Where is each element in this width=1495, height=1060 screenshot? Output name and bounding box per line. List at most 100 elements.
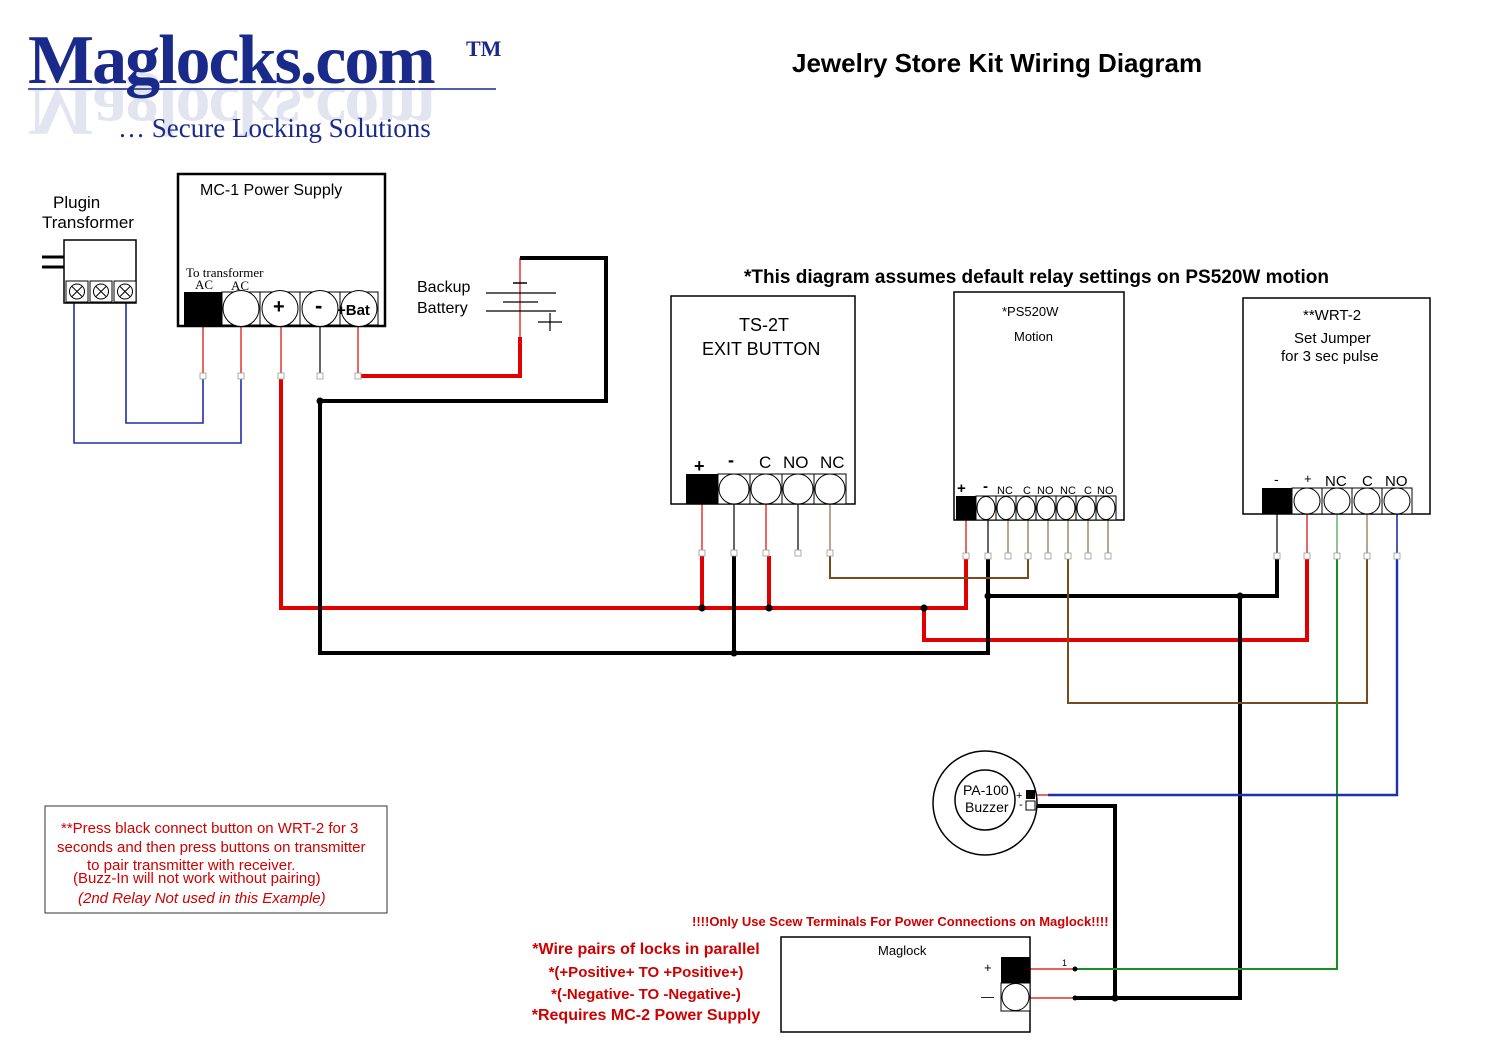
exit-button-line1: TS-2T xyxy=(739,315,789,335)
pa100-buzzer: PA-100 Buzzer + - xyxy=(932,750,1038,856)
device-leads xyxy=(701,504,1398,999)
receiver-line2: Set Jumper xyxy=(1294,330,1371,347)
pairing-note-line2: seconds and then press buttons on transm… xyxy=(57,839,366,856)
maglock-warning: !!!!Only Use Scew Terminals For Power Co… xyxy=(692,914,1109,929)
receiver-plus-red xyxy=(922,556,1309,642)
parallel-note-line4: *Requires MC-2 Power Supply xyxy=(532,1007,761,1024)
maglock-wire-mark: 1 xyxy=(1062,958,1067,968)
parallel-note: *Wire pairs of locks in parallel *(+Posi… xyxy=(532,941,761,1024)
buzzer-line1: PA-100 xyxy=(963,782,1009,798)
motion-box xyxy=(953,291,1125,521)
mc1-terminal-label-plus: + xyxy=(273,296,285,318)
pairing-note-line5: (2nd Relay Not used in this Example) xyxy=(78,890,326,907)
buzzer-minus-black xyxy=(1036,804,1117,998)
mc1-terminal-label-ac2: AC xyxy=(231,278,249,293)
receiver-terminal-strip xyxy=(1262,487,1413,515)
logo-brand: Maglocks.com xyxy=(28,22,435,99)
exit-terminal-no: NO xyxy=(783,453,809,472)
receiver-line1: **WRT-2 xyxy=(1303,307,1361,324)
mc1-terminal-label-bat: +Bat xyxy=(337,302,370,319)
junction-dots xyxy=(316,397,1244,1002)
exit-terminal-strip xyxy=(686,473,847,505)
buzzer-plus-label: + xyxy=(1016,790,1022,802)
motion-nc-to-receiver-c xyxy=(1067,556,1368,704)
motion-terminal-no2: NO xyxy=(1097,485,1114,497)
parallel-note-line3: *(-Negative- TO -Negative-) xyxy=(551,986,741,1003)
parallel-note-line2: *(+Positive+ TO +Positive+) xyxy=(549,964,744,981)
wrt2-receiver: **WRT-2 Set Jumper for 3 sec pulse - + N… xyxy=(1242,297,1431,515)
buzzer-inner-ring xyxy=(954,769,1016,831)
buzzer-minus-label: - xyxy=(1019,799,1023,811)
receiver-terminal-nc: NC xyxy=(1325,473,1347,490)
battery-label-line2: Battery xyxy=(417,300,468,317)
motion-terminal-nc2: NC xyxy=(1060,485,1076,497)
receiver-terminal-plus: + xyxy=(1304,471,1312,486)
plugin-transformer: Plugin Transformer xyxy=(42,193,137,304)
pairing-note: **Press black connect button on WRT-2 fo… xyxy=(44,805,388,914)
pairing-note-line1: **Press black connect button on WRT-2 fo… xyxy=(61,820,358,837)
buzzer-minus-terminal xyxy=(1025,800,1036,811)
positive-bus xyxy=(279,376,968,610)
transformer-screw-terminals xyxy=(65,280,137,303)
maglock-plus-label: + xyxy=(984,960,992,975)
motion-terminal-plus: + xyxy=(957,480,966,497)
wires xyxy=(73,256,1401,1002)
assumption-note: *This diagram assumes default relay sett… xyxy=(744,267,1329,288)
receiver-minus-black xyxy=(988,556,1279,598)
receiver-terminal-no: NO xyxy=(1385,473,1408,490)
maglock-minus-black xyxy=(1075,596,1242,1000)
motion-terminal-minus: - xyxy=(983,478,988,495)
exit-button-box xyxy=(670,295,856,505)
buzzer-line2: Buzzer xyxy=(965,799,1009,815)
logo-tagline: … Secure Locking Solutions xyxy=(118,113,431,143)
receiver-box xyxy=(1242,297,1431,515)
exit-terminal-c: C xyxy=(759,453,771,472)
receiver-nc-to-maglock xyxy=(1075,556,1338,970)
logo-brand-reflection: Maglocks.com xyxy=(28,72,435,149)
maglock-minus-label: — xyxy=(981,989,994,1004)
pairing-note-line4: (Buzz-In will not work without pairing) xyxy=(73,870,321,887)
parallel-note-line1: *Wire pairs of locks in parallel xyxy=(532,941,760,958)
mc1-terminal-label-minus: - xyxy=(315,293,322,318)
exit-terminal-minus: - xyxy=(728,450,734,470)
maglock-box xyxy=(780,936,1031,1033)
ac-wire-2 xyxy=(73,300,242,444)
pairing-note-box xyxy=(44,805,388,914)
buzzer-plus-terminal xyxy=(1026,790,1035,799)
mc1-power-supply: MC-1 Power Supply To transformer AC AC +… xyxy=(176,172,387,328)
exit-terminal-plus: + xyxy=(694,456,705,476)
motion-terminal-strip xyxy=(956,495,1117,521)
mc1-terminal-strip xyxy=(184,290,379,327)
maglock-plus-terminal xyxy=(1001,957,1030,983)
transformer-label-line2: Transformer xyxy=(42,213,134,232)
motion-terminal-nc1: NC xyxy=(997,485,1013,497)
terminal-ticks xyxy=(199,372,1401,560)
receiver-terminal-minus: - xyxy=(1274,471,1279,487)
ts2t-exit-button: TS-2T EXIT BUTTON + - C NO NC xyxy=(670,295,856,505)
negative-bus xyxy=(318,401,990,655)
logo-trademark: TM xyxy=(466,36,502,61)
motion-terminal-c2: C xyxy=(1084,485,1092,497)
mc1-terminal-label-ac1: AC xyxy=(195,277,213,292)
battery-positive-wire xyxy=(358,337,522,378)
transformer-label-line1: Plugin xyxy=(53,193,100,212)
receiver-no-to-buzzer xyxy=(1048,556,1399,797)
maglock: Maglock + — 1 xyxy=(780,936,1067,1033)
exit-button-line2: EXIT BUTTON xyxy=(702,339,820,359)
receiver-line3: for 3 sec pulse xyxy=(1281,348,1379,365)
motion-line2: Motion xyxy=(1014,329,1053,344)
backup-battery: Backup Battery xyxy=(417,279,562,331)
motion-terminal-no1: NO xyxy=(1037,485,1054,497)
battery-negative-wire xyxy=(320,256,608,403)
battery-label-line1: Backup xyxy=(417,279,470,296)
ac-wire-1 xyxy=(125,300,204,424)
receiver-terminal-c: C xyxy=(1362,473,1373,490)
exit-terminal-nc: NC xyxy=(820,453,845,472)
mc1-to-transformer: To transformer xyxy=(186,265,264,280)
maglock-minus-terminal xyxy=(1001,983,1030,1011)
maglock-label: Maglock xyxy=(878,943,927,958)
mc1-title: MC-1 Power Supply xyxy=(200,182,342,199)
motion-terminal-c1: C xyxy=(1023,485,1031,497)
ps520w-motion: *PS520W Motion + - NC C NO NC C NO xyxy=(953,291,1125,521)
